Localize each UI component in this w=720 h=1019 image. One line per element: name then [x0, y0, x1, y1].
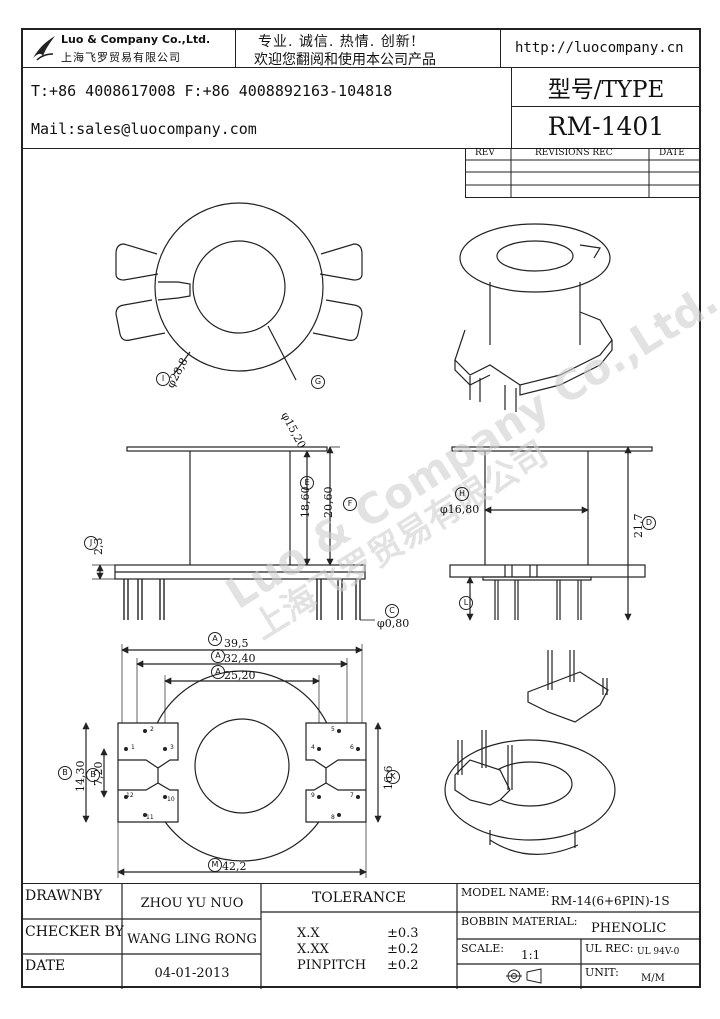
- top-view: [115, 202, 363, 381]
- ul-label: UL REC:: [585, 942, 634, 955]
- iso-view-top: [454, 223, 613, 412]
- revisions-rec-header: REVISIONS REC: [535, 148, 613, 158]
- date-label: DATE: [25, 958, 66, 974]
- pin-9: 9: [311, 792, 315, 799]
- callout-C: C: [385, 604, 399, 618]
- dim-width-1: 39,5: [224, 637, 249, 650]
- revision-table: REV REVISIONS REC DATE: [465, 148, 701, 198]
- callout-G: G: [311, 375, 325, 389]
- model-value: RM-14(6+6PIN)-1S: [551, 894, 670, 908]
- drawnby-label: DRAWNBY: [25, 888, 103, 904]
- pin-11: 11: [146, 814, 154, 821]
- callout-M: M: [208, 858, 222, 872]
- dim-core-diameter: φ16,80: [440, 503, 480, 516]
- tol-val-3: ±0.2: [387, 958, 419, 973]
- checker-value: WANG LING RONG: [127, 932, 257, 947]
- date-value: 04-01-2013: [154, 966, 230, 981]
- dim-width-3: 25,20: [224, 669, 256, 682]
- iso-view-bottom: [444, 650, 616, 855]
- bottom-view: [82, 644, 382, 878]
- rev-header: REV: [475, 148, 495, 158]
- slogan-cell: 专业. 诚信. 热情. 创新! 欢迎您翻阅和使用本公司产品: [236, 28, 501, 68]
- pin-5: 5: [331, 726, 335, 733]
- dim-pin-diameter: φ0,80: [377, 617, 410, 630]
- dim-width-2: 32,40: [224, 652, 256, 665]
- callout-L: L: [459, 596, 473, 610]
- dim-height-1: 18,60: [299, 486, 312, 519]
- model-label: MODEL NAME:: [461, 886, 550, 899]
- callout-K: K: [386, 770, 400, 784]
- tol-val-1: ±0.3: [387, 926, 419, 941]
- scale-value: 1:1: [521, 948, 541, 962]
- mail: Mail:sales@luocompany.com: [31, 120, 257, 138]
- phone-fax: T:+86 4008617008 F:+86 4008892163-104818: [31, 82, 393, 100]
- dim-height-2: 20,60: [322, 486, 335, 519]
- slogan-line-2: 欢迎您翻阅和使用本公司产品: [254, 52, 436, 68]
- website[interactable]: http://luocompany.cn: [501, 28, 701, 68]
- type-label: 型号/TYPE: [547, 77, 665, 103]
- side-view-left: [92, 446, 375, 621]
- side-view-right: [449, 446, 653, 621]
- callout-J: J: [84, 536, 98, 550]
- callout-A3: A: [211, 665, 225, 679]
- scale-label: SCALE:: [461, 942, 504, 955]
- projection-symbol-icon: [506, 968, 542, 984]
- pin-7: 7: [350, 792, 354, 799]
- pin-8: 8: [331, 814, 335, 821]
- type-value: RM-1401: [547, 112, 665, 141]
- callout-A1: A: [208, 632, 222, 646]
- callout-D: D: [642, 516, 656, 530]
- callout-I: I: [156, 372, 170, 386]
- pin-6: 6: [350, 744, 354, 751]
- tol-val-2: ±0.2: [387, 942, 419, 957]
- drawnby-value: ZHOU YU NUO: [140, 896, 244, 911]
- tolerance-label: TOLERANCE: [311, 890, 407, 906]
- checker-label: CHECKER BY: [25, 924, 124, 940]
- bobbin-value: PHENOLIC: [591, 921, 667, 936]
- dim-width-bottom: 42,2: [222, 860, 247, 873]
- slogan-line-1: 专业. 诚信. 热情. 创新!: [258, 34, 418, 50]
- company-name-en: Luo & Company Co.,Ltd.: [61, 33, 211, 46]
- callout-H: H: [455, 487, 469, 501]
- unit-value: M/M: [641, 973, 665, 984]
- pin-3: 3: [170, 744, 174, 751]
- drawing-frame: [21, 28, 701, 988]
- pin-4: 4: [311, 744, 315, 751]
- date-header: DATE: [659, 148, 685, 158]
- type-cell: 型号/TYPE RM-1401: [511, 68, 701, 148]
- tol-key-2: X.XX: [297, 942, 329, 957]
- callout-B1: B: [58, 766, 72, 780]
- pin-10: 10: [167, 796, 175, 803]
- title-block: DRAWNBY ZHOU YU NUO CHECKER BY WANG LING…: [21, 883, 701, 989]
- tol-key-3: PINPITCH: [297, 958, 367, 973]
- company-logo-cell: Luo & Company Co.,Ltd. 上海飞罗贸易有限公司: [21, 28, 236, 68]
- header: Luo & Company Co.,Ltd. 上海飞罗贸易有限公司 专业. 诚信…: [21, 28, 701, 149]
- company-name-cn: 上海飞罗贸易有限公司: [61, 51, 181, 64]
- pin-12: 12: [126, 792, 134, 799]
- revision-table-grid: [465, 148, 701, 198]
- callout-B2: B: [86, 768, 100, 782]
- bird-logo-icon: [33, 36, 55, 61]
- ul-value: UL 94V-0: [637, 947, 680, 957]
- dim-left-height-1: 14,30: [74, 760, 87, 793]
- callout-A2: A: [211, 649, 225, 663]
- pin-1: 1: [131, 744, 135, 751]
- bobbin-label: BOBBIN MATERIAL:: [461, 915, 578, 928]
- tol-key-1: X.X: [297, 926, 320, 941]
- unit-label: UNIT:: [585, 966, 619, 979]
- pin-2: 2: [150, 726, 154, 733]
- title-block-grid: [21, 884, 701, 989]
- callout-F: F: [343, 497, 357, 511]
- callout-E: E: [300, 476, 314, 490]
